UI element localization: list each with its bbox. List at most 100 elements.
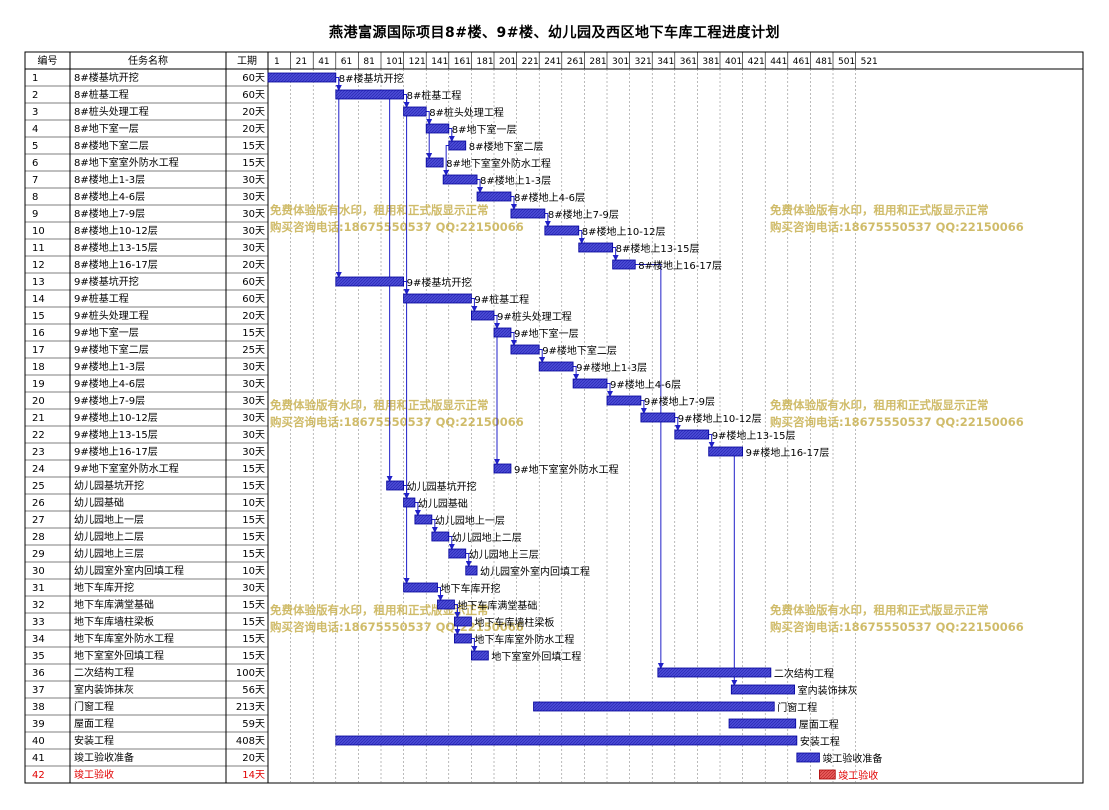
- task-id: 17: [32, 345, 45, 356]
- task-id: 40: [32, 736, 45, 747]
- task-bar[interactable]: [465, 565, 478, 576]
- task-name: 8#楼地上16-17层: [74, 258, 158, 271]
- task-bar[interactable]: [796, 752, 820, 763]
- timeline-tick-label: 341: [657, 57, 674, 67]
- task-bar[interactable]: [538, 361, 574, 372]
- task-duration: 30天: [242, 447, 265, 458]
- task-id: 28: [32, 532, 45, 543]
- task-id: 22: [32, 430, 45, 441]
- task-name: 9#楼地上16-17层: [74, 445, 158, 458]
- task-bar[interactable]: [448, 140, 467, 151]
- task-bar[interactable]: [674, 429, 710, 440]
- task-bar-label: 8#楼地上13-15层: [616, 242, 700, 255]
- task-bar[interactable]: [454, 633, 472, 644]
- task-bar[interactable]: [572, 378, 608, 389]
- task-bar[interactable]: [267, 72, 337, 83]
- timeline-tick-label: 401: [725, 57, 742, 67]
- task-bar[interactable]: [470, 650, 489, 661]
- timeline-tick-label: 261: [567, 57, 584, 67]
- task-id: 31: [32, 583, 45, 594]
- task-duration: 14天: [242, 770, 265, 781]
- task-bar[interactable]: [403, 106, 427, 117]
- task-id: 4: [32, 124, 38, 135]
- task-bar[interactable]: [640, 412, 676, 423]
- task-bar[interactable]: [403, 582, 438, 593]
- timeline-tick-label: 281: [589, 57, 606, 67]
- task-bar[interactable]: [386, 480, 404, 491]
- task-bar[interactable]: [708, 446, 744, 457]
- table-frame: [24, 51, 1084, 784]
- task-id: 14: [32, 294, 45, 305]
- task-name: 8#楼地下室二层: [74, 139, 149, 152]
- task-bar[interactable]: [442, 174, 478, 185]
- task-bar-label: 竣工验收: [838, 769, 878, 782]
- task-bar[interactable]: [728, 718, 797, 729]
- task-duration: 15天: [242, 532, 265, 543]
- task-bar[interactable]: [425, 157, 444, 168]
- header-name: 任务名称: [128, 54, 168, 67]
- dependency-link: [731, 451, 742, 686]
- task-bar[interactable]: [730, 684, 795, 695]
- task-bar[interactable]: [606, 395, 642, 406]
- task-id: 20: [32, 396, 45, 407]
- task-bar[interactable]: [510, 344, 540, 355]
- task-duration: 30天: [242, 430, 265, 441]
- task-name: 9#地下室一层: [74, 326, 139, 339]
- task-duration: 30天: [242, 362, 265, 373]
- task-bar[interactable]: [431, 531, 450, 542]
- watermark-line1: 免费体验版有水印，租用和正式版显示正常: [770, 398, 989, 412]
- task-bar[interactable]: [493, 327, 512, 338]
- task-bar[interactable]: [476, 191, 512, 202]
- task-bar-label: 二次结构工程: [774, 667, 834, 680]
- task-id: 18: [32, 362, 45, 373]
- watermark-line2: 购买咨询电话:18675550537 QQ:22150066: [270, 415, 524, 429]
- task-bar[interactable]: [578, 242, 614, 253]
- task-bar[interactable]: [335, 89, 404, 100]
- task-bar[interactable]: [544, 225, 580, 236]
- task-bar[interactable]: [657, 667, 772, 678]
- task-name: 9#地下室室外防水工程: [74, 462, 179, 475]
- timeline-tick-label: 321: [635, 57, 652, 67]
- task-bar[interactable]: [819, 769, 836, 780]
- task-name: 幼儿园地上二层: [74, 530, 144, 543]
- task-bar-label: 地下车库室外防水工程: [474, 633, 574, 646]
- task-bar-label: 幼儿园基坑开挖: [407, 480, 477, 493]
- timeline-tick-label: 461: [793, 57, 810, 67]
- task-duration: 30天: [242, 175, 265, 186]
- task-name: 二次结构工程: [74, 666, 134, 679]
- task-bar[interactable]: [414, 514, 433, 525]
- watermark-line2: 购买咨询电话:18675550537 QQ:22150066: [770, 620, 1024, 634]
- task-bar[interactable]: [448, 548, 467, 559]
- task-id: 9: [32, 209, 38, 220]
- task-bar[interactable]: [510, 208, 546, 219]
- task-name: 竣工验收: [74, 768, 114, 781]
- task-bar[interactable]: [403, 497, 416, 508]
- timeline-tick-label: 421: [748, 57, 765, 67]
- task-bar[interactable]: [425, 123, 450, 134]
- timeline-tick-label: 301: [612, 57, 629, 67]
- task-bar[interactable]: [470, 310, 495, 321]
- task-bar-label: 8#桩头处理工程: [429, 106, 504, 119]
- dependency-link: [334, 77, 342, 278]
- task-bar-label: 9#楼地上10-12层: [678, 412, 762, 425]
- task-bar[interactable]: [533, 701, 775, 712]
- task-id: 25: [32, 481, 45, 492]
- task-bar-label: 幼儿园地上三层: [469, 548, 539, 561]
- task-bar[interactable]: [335, 276, 404, 287]
- task-bar-label: 8#楼地上4-6层: [514, 191, 585, 204]
- task-id: 19: [32, 379, 45, 390]
- task-bar[interactable]: [437, 599, 455, 610]
- task-name: 9#桩基工程: [74, 292, 129, 305]
- task-name: 9#楼地下室二层: [74, 343, 149, 356]
- task-id: 3: [32, 107, 38, 118]
- task-name: 8#楼地上4-6层: [74, 190, 145, 203]
- task-name: 竣工验收准备: [74, 751, 134, 764]
- task-bar-label: 地下车库墙柱梁板: [474, 616, 554, 629]
- task-bar[interactable]: [335, 735, 798, 746]
- task-bar[interactable]: [454, 616, 472, 627]
- task-bar[interactable]: [493, 463, 512, 474]
- task-bar[interactable]: [612, 259, 636, 270]
- task-duration: 15天: [242, 634, 265, 645]
- task-bar[interactable]: [403, 293, 472, 304]
